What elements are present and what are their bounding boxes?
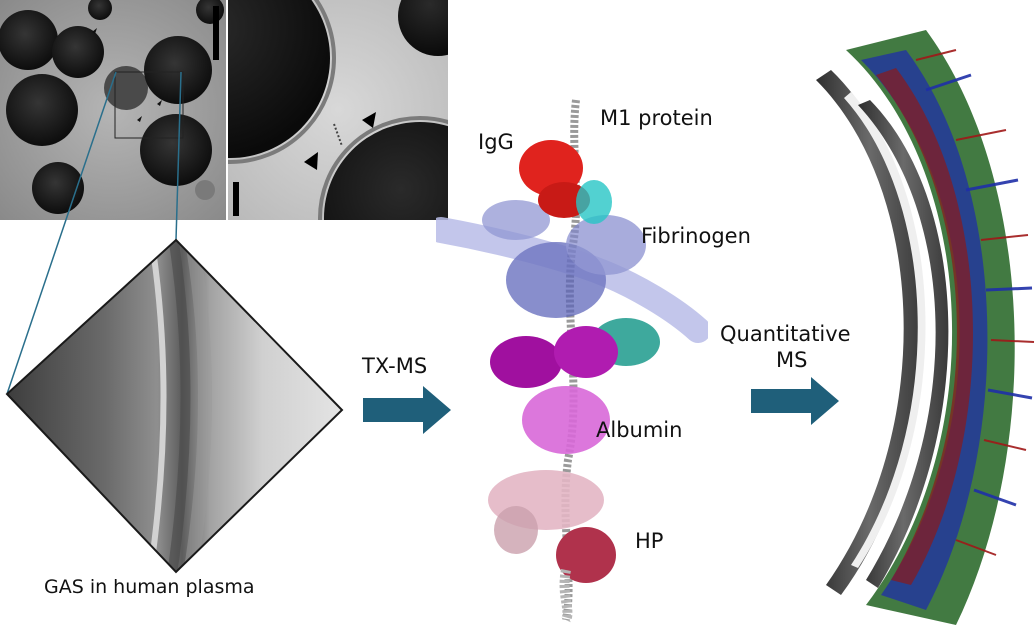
quantitative-ms-label-line2: MS [776,348,808,372]
protein-complex-structure [436,99,708,623]
caption-gas-in-plasma: GAS in human plasma [44,576,255,598]
micrograph-zoom [228,0,448,220]
quantitative-ms-arrow [751,377,839,425]
membrane-zoom-diamond [5,238,344,574]
coated-surface-model [816,30,1035,625]
hp-structure [488,470,616,583]
igg-structure [519,140,612,224]
fibrinogen-chain [436,200,708,343]
micrograph-overview [0,0,226,220]
tx-ms-arrow [363,386,451,434]
quantitative-ms-label-line1: Quantitative [720,322,851,346]
tx-ms-label: TX-MS [362,354,428,378]
label-albumin: Albumin [596,418,683,442]
albumin-structure [490,326,618,454]
label-m1-protein: M1 protein [600,106,713,130]
zoom-connector-lines [6,71,182,395]
label-igg: IgG [478,130,514,154]
label-fibrinogen: Fibrinogen [641,224,751,248]
label-hp: HP [635,529,664,553]
